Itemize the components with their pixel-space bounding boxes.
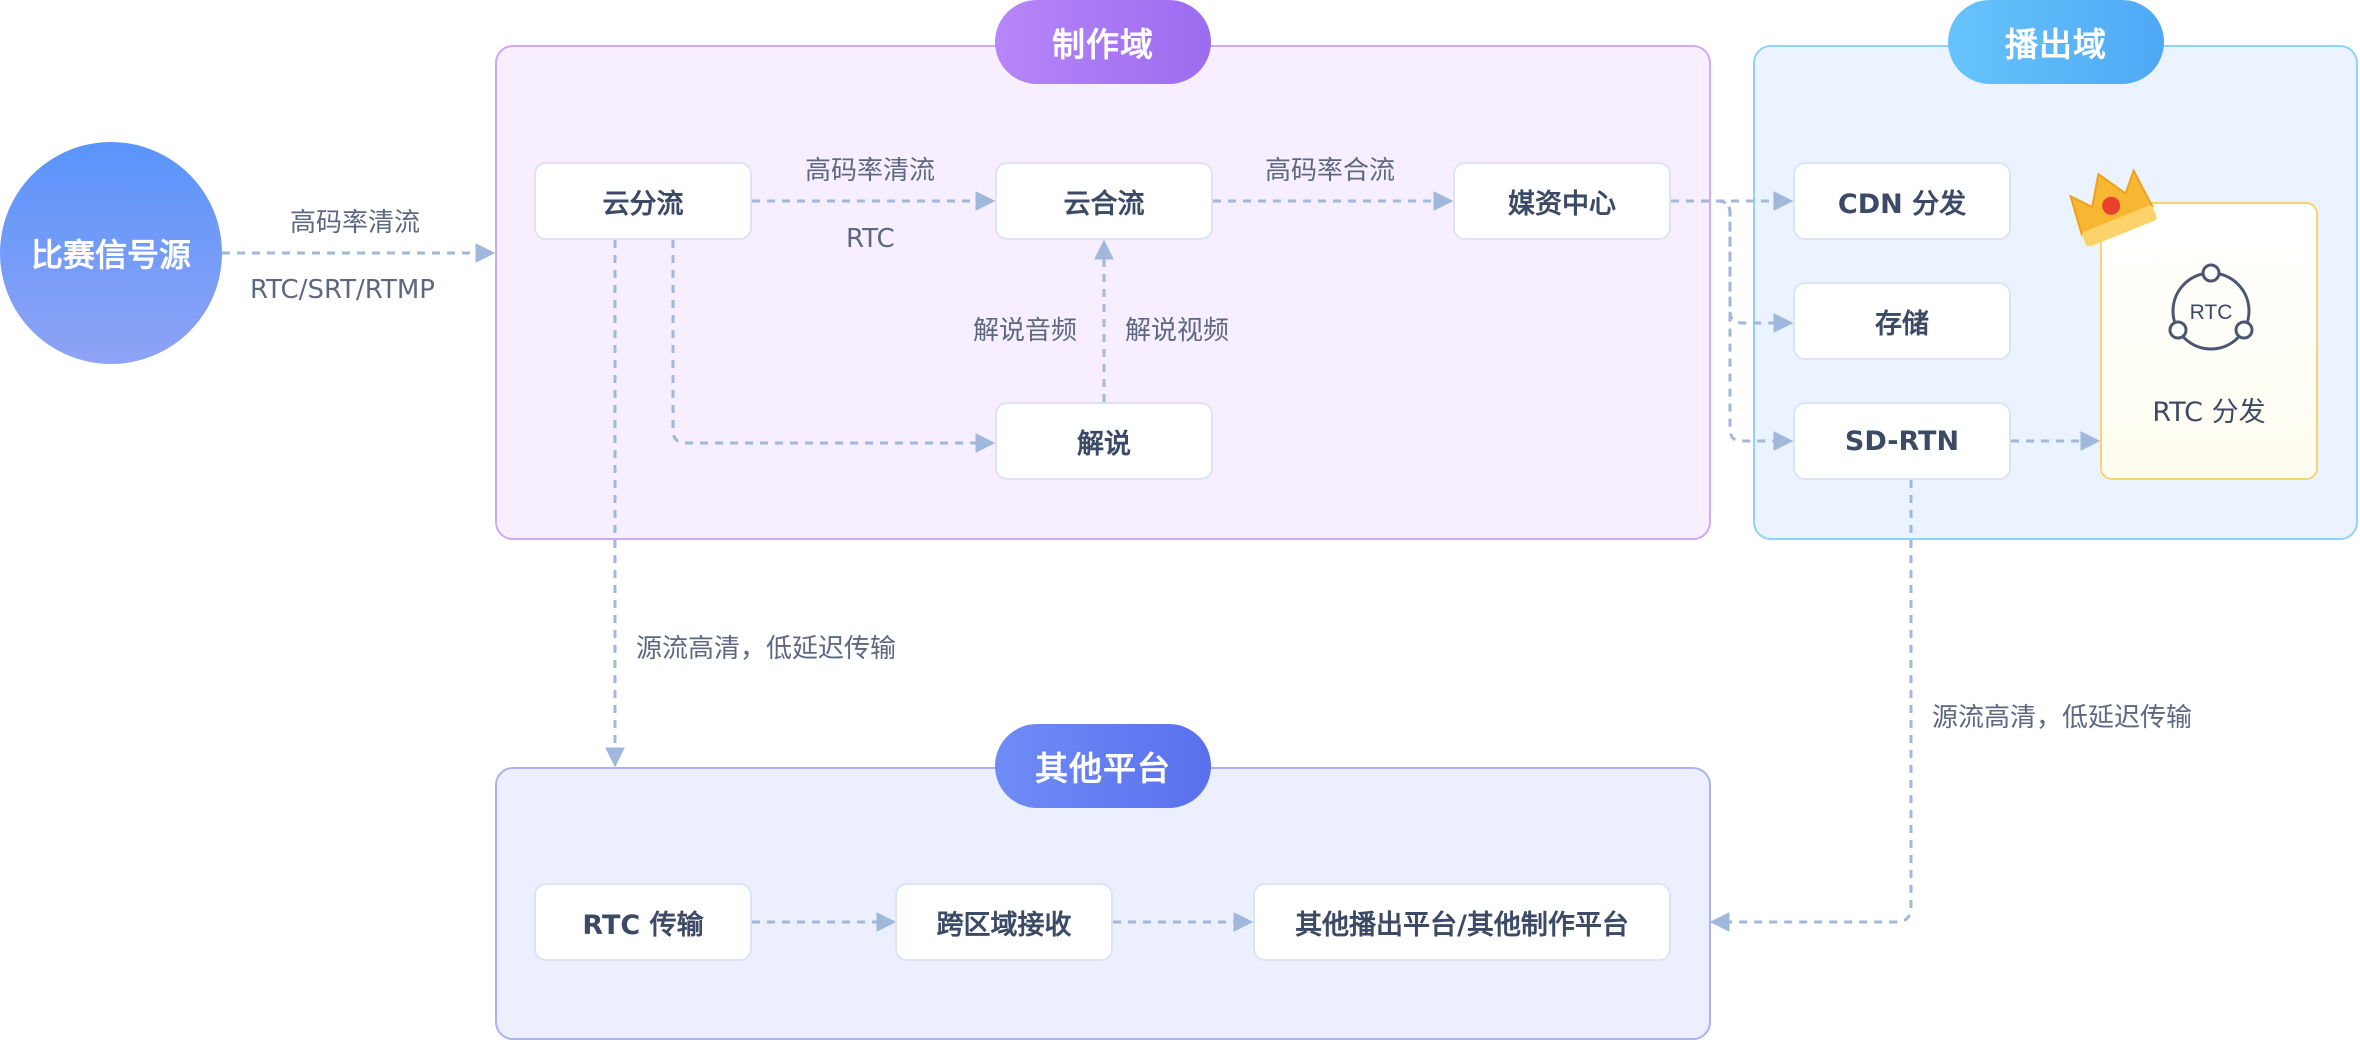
rtc-distribution-label: RTC 分发: [2152, 397, 2266, 428]
match-signal-source: 比赛信号源: [0, 142, 222, 364]
commentary-video-label: 解说视频: [1125, 316, 1230, 346]
playout-domain-title: 播出域: [1948, 0, 2164, 84]
edge-media-to-sdrtn: [1717, 199, 1794, 451]
source-edge-label-bottom: RTC/SRT/RTMP: [250, 275, 435, 305]
media-center-node[interactable]: 媒资中心: [1453, 162, 1671, 240]
down-right-label: 源流高清，低延迟传输: [1932, 703, 2193, 733]
commentary-node[interactable]: 解说: [995, 402, 1213, 480]
other-platforms-title: 其他平台: [995, 724, 1211, 808]
crown-icon: [2069, 168, 2157, 246]
rtc-transfer-node[interactable]: RTC 传输: [534, 883, 752, 961]
down-left-label: 源流高清，低延迟传输: [636, 634, 897, 664]
rtc-distribution-card[interactable]: RTC RTC 分发: [2100, 202, 2318, 480]
other-platforms-node[interactable]: 其他播出平台/其他制作平台: [1253, 883, 1671, 961]
production-domain-title: 制作域: [995, 0, 1211, 84]
source-edge-label-top: 高码率清流: [290, 208, 421, 238]
rtc-network-icon: RTC: [2168, 263, 2254, 351]
merge-media-label: 高码率合流: [1265, 156, 1396, 186]
cross-region-receive-node[interactable]: 跨区域接收: [895, 883, 1113, 961]
sd-rtn-node[interactable]: SD-RTN: [1793, 402, 2011, 480]
edge-sdrtn-to-other: [1709, 480, 1913, 932]
split-merge-label-top: 高码率清流: [805, 156, 936, 186]
rtc-icon-text: RTC: [2190, 301, 2233, 324]
edge-split-to-commentary: [671, 240, 996, 453]
split-merge-label-bottom: RTC: [846, 224, 895, 254]
cloud-merge-node[interactable]: 云合流: [995, 162, 1213, 240]
cloud-split-node[interactable]: 云分流: [534, 162, 752, 240]
commentary-audio-label: 解说音频: [973, 316, 1078, 346]
storage-node[interactable]: 存储: [1793, 282, 2011, 360]
cdn-distribution-node[interactable]: CDN 分发: [1793, 162, 2011, 240]
